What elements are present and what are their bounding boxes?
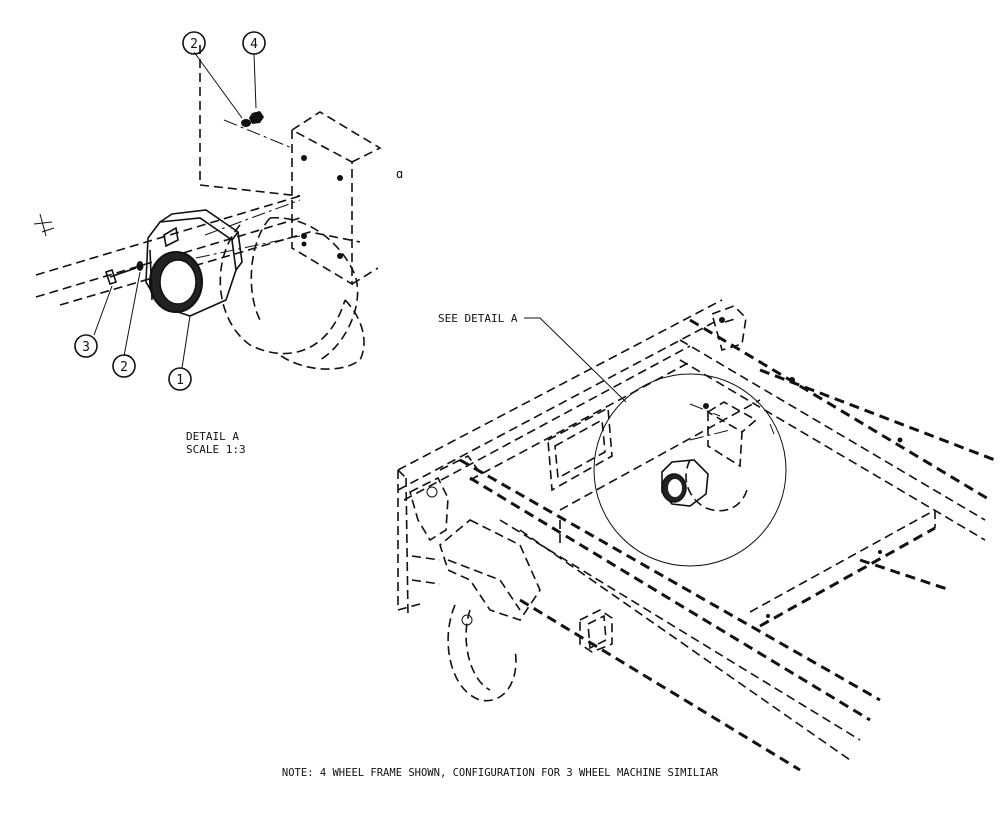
washer-part (241, 119, 251, 127)
detail-scale: SCALE 1:3 (186, 443, 246, 456)
frame-assembly-view: SEE DETAIL A (397, 299, 996, 772)
callout-balloon-2-lower: 2 (112, 354, 136, 378)
backup-alarm-part (145, 209, 243, 317)
alarm-small-view (661, 401, 775, 512)
callout-balloon-4: 4 (242, 31, 266, 55)
detail-title: DETAIL A (186, 430, 239, 443)
svg-text:3: 3 (82, 340, 90, 355)
nut-part (249, 111, 264, 124)
drawing-note: NOTE: 4 WHEEL FRAME SHOWN, CONFIGURATION… (282, 767, 719, 779)
detail-a-view: ɑ (33, 45, 403, 370)
svg-text:2: 2 (190, 37, 198, 52)
callout-balloon-2-upper: 2 (182, 31, 206, 55)
see-detail-label: SEE DETAIL A (438, 312, 518, 325)
callout-balloon-1: 1 (168, 367, 192, 391)
detail-circle (593, 373, 787, 567)
svg-text:2: 2 (120, 360, 128, 375)
washer-part (136, 261, 144, 271)
bolt-part (104, 267, 137, 286)
svg-text:4: 4 (250, 37, 258, 52)
svg-text:ɑ: ɑ (396, 167, 403, 181)
svg-text:1: 1 (176, 373, 184, 388)
callout-balloon-3: 3 (74, 334, 98, 358)
